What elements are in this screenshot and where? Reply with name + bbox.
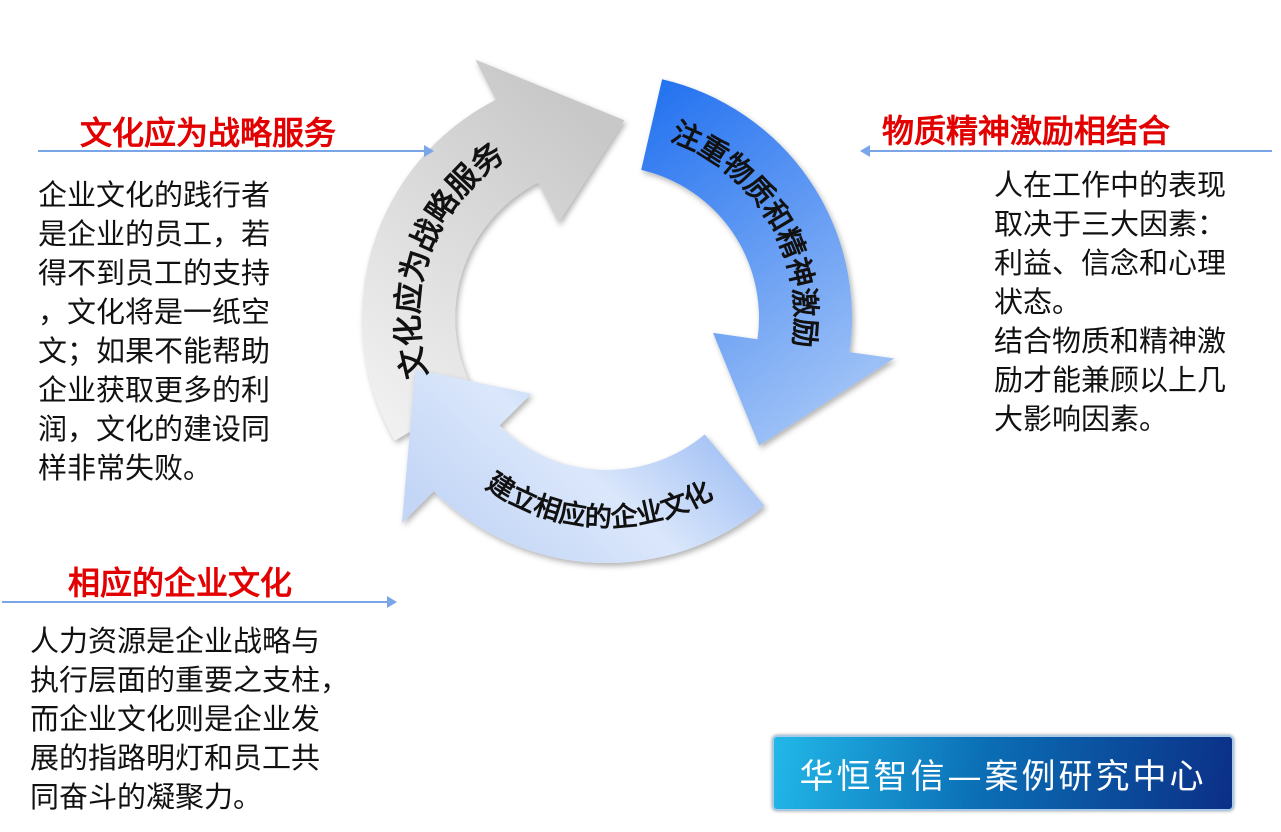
text-line: 企业获取更多的利 [38,373,271,407]
cycle-arrow-blue [641,79,895,446]
text-line: 状态。 [994,285,1082,319]
text-line: 励才能兼顾以上几 [994,363,1227,397]
text-line: 结合物质和精神激 [994,324,1227,358]
brand-logo-banner: 华恒智信—案例研究中心 [772,735,1234,811]
text-line: 同奋斗的凝聚力。 [30,780,263,814]
text-line: 取决于三大因素： [994,207,1227,241]
connector-line-right [860,145,1272,157]
heading-culture-serves-strategy: 文化应为战略服务 [80,114,337,152]
text-line: 执行层面的重要之支柱， [30,663,350,697]
text-line: 润，文化的建设同 [38,412,271,446]
cycle-arrow-light-blue [401,369,765,563]
connector-line-left-top [38,145,434,157]
text-line: 人在工作中的表现 [994,168,1227,202]
paragraph-left-top: 企业文化的践行者 是企业的员工，若 得不到员工的支持 ，文化将是一纸空 文；如果… [38,176,270,488]
text-line: 文；如果不能帮助 [38,334,271,368]
text-line: 是企业的员工，若 [38,217,271,251]
paragraph-left-bottom: 人力资源是企业战略与 执行层面的重要之支柱， 而企业文化则是企业发 展的指路明灯… [30,622,349,817]
logo-text: 华恒智信—案例研究中心 [799,756,1207,797]
text-line: 而企业文化则是企业发 [30,702,321,736]
heading-material-spiritual-incentives: 物质精神激励相结合 [882,112,1171,150]
text-line: 企业文化的践行者 [38,178,271,212]
paragraph-right: 人在工作中的表现 取决于三大因素： 利益、信念和心理 状态。 结合物质和精神激 … [994,166,1226,439]
heading-corresponding-culture: 相应的企业文化 [68,564,293,602]
text-line: 样非常失败。 [38,451,213,485]
text-line: 展的指路明灯和员工共 [30,741,321,775]
text-line: 人力资源是企业战略与 [30,624,321,658]
connector-line-left-bottom [2,596,397,608]
text-line: ，文化将是一纸空 [38,295,271,329]
text-line: 利益、信念和心理 [994,246,1227,280]
text-line: 得不到员工的支持 [38,256,271,290]
text-line: 大影响因素。 [994,402,1169,436]
